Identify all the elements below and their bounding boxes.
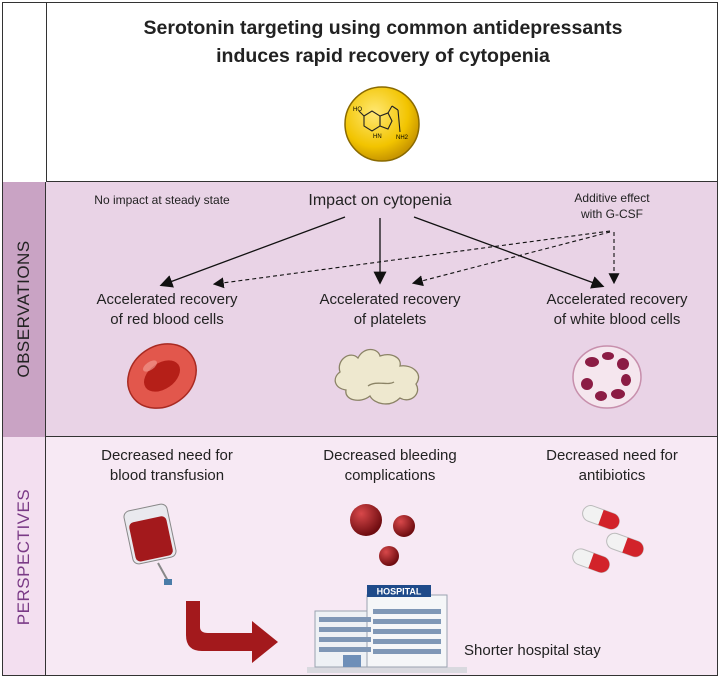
steady-state-note: No impact at steady state — [94, 193, 230, 207]
perspectives-panel: PERSPECTIVES Decreased need for blood tr… — [2, 437, 718, 676]
wbc-recovery-label: Accelerated recovery of white blood cell… — [527, 290, 707, 330]
observation-arrows — [159, 216, 620, 289]
hn-label: HN — [373, 134, 382, 140]
hospital-sign-text: HOSPITAL — [377, 587, 422, 597]
title-line-1: Serotonin targeting using common antidep… — [143, 17, 623, 39]
ho-label: HO — [353, 107, 362, 113]
observations-label-bar: OBSERVATIONS — [2, 182, 46, 437]
platelet-recovery-label: Accelerated recovery of platelets — [300, 290, 480, 330]
dashed-arrow-to-platelets — [411, 231, 611, 287]
arrow-to-rbc — [159, 216, 346, 288]
wbc-line-1: Accelerated recovery — [546, 291, 688, 308]
perspectives-label-bar: PERSPECTIVES — [2, 437, 46, 676]
plt-line-2: of platelets — [353, 311, 427, 328]
antibiotic-pills-icon — [572, 505, 644, 573]
rbc-line-2: of red blood cells — [110, 311, 224, 328]
figure-title: Serotonin targeting using common antidep… — [47, 14, 719, 70]
red-blood-cell-icon — [127, 343, 197, 409]
rbc-line-1: Accelerated recovery — [96, 291, 238, 308]
transfusion-line-1: Decreased need for — [101, 447, 233, 464]
antibiotics-line-2: antibiotics — [578, 467, 646, 484]
transfusion-line-2: blood transfusion — [109, 467, 225, 484]
curved-arrow-icon — [186, 601, 278, 663]
arrow-to-wbc — [413, 216, 605, 289]
additive-line-2: with G-CSF — [580, 207, 643, 221]
antibiotics-line-1: Decreased need for — [546, 447, 678, 464]
bleeding-line-2: complications — [344, 467, 436, 484]
plt-line-1: Accelerated recovery — [319, 291, 461, 308]
additive-line-1: Additive effect — [574, 191, 650, 205]
bleeding-label: Decreased bleeding complications — [300, 446, 480, 486]
title-panel: Serotonin targeting using common antidep… — [46, 2, 718, 182]
bleeding-line-1: Decreased bleeding — [323, 447, 457, 464]
nh2-label: NH2 — [396, 135, 409, 141]
hospital-building-icon: HOSPITAL — [307, 585, 467, 673]
observations-panel: OBSERVATIONS No impact at steady state I… — [2, 182, 718, 437]
serotonin-molecule-icon: HO HN NH2 — [344, 86, 420, 162]
blood-bag-icon — [123, 503, 177, 585]
title-line-2: induces rapid recovery of cytopenia — [216, 45, 550, 67]
dashed-arrow-to-rbc — [212, 230, 611, 289]
antibiotics-label: Decreased need for antibiotics — [522, 446, 702, 486]
additive-effect-note: Additive effect with G-CSF — [557, 190, 667, 222]
white-blood-cell-icon — [572, 345, 642, 409]
rbc-recovery-label: Accelerated recovery of red blood cells — [77, 290, 257, 330]
blood-drops-icon — [350, 504, 415, 566]
transfusion-label: Decreased need for blood transfusion — [77, 446, 257, 486]
impact-on-cytopenia: Impact on cytopenia — [308, 192, 452, 209]
platelet-icon — [334, 348, 420, 405]
wbc-line-2: of white blood cells — [553, 311, 681, 328]
shorter-hospital-stay-label: Shorter hospital stay — [464, 642, 601, 659]
